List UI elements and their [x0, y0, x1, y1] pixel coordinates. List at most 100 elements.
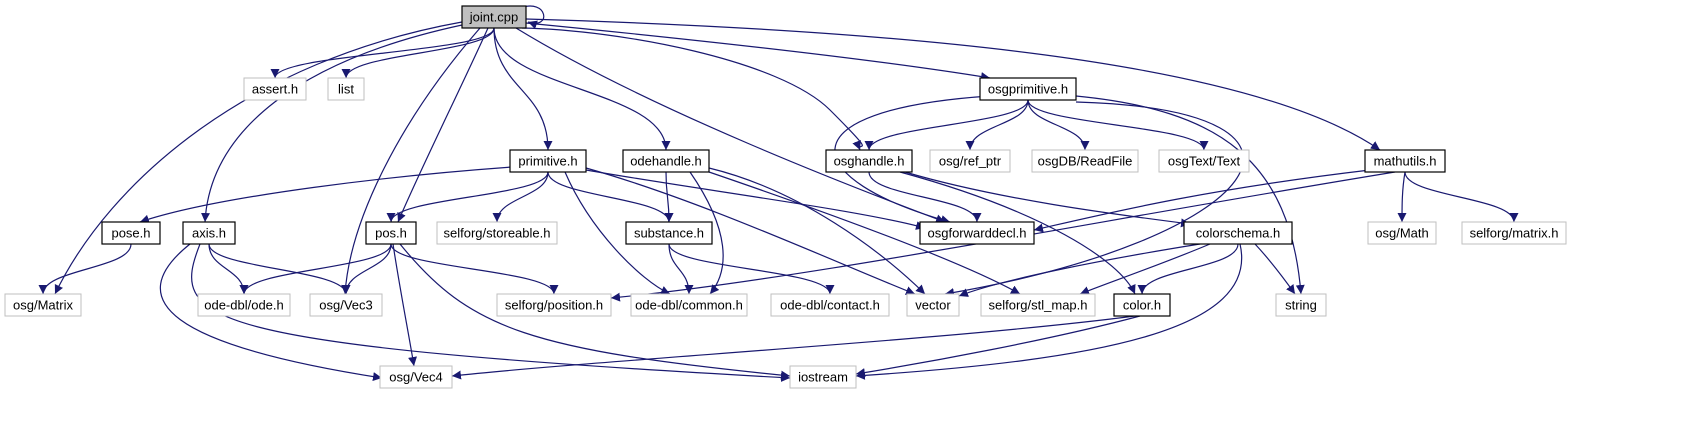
- node-axis-h[interactable]: axis.h: [182, 221, 236, 245]
- node-osghandle-h[interactable]: osghandle.h: [825, 149, 913, 173]
- edge-pose-h-to-osg-Matrix: [38, 243, 132, 295]
- edge-color-h-to-osg-Vec4: [451, 315, 1136, 380]
- node-substance-h[interactable]: substance.h: [625, 221, 713, 245]
- node-label: vector: [915, 298, 951, 313]
- node-odehandle-h[interactable]: odehandle.h: [622, 149, 710, 173]
- edge-osghandle-h-to-color-h: [899, 171, 1136, 295]
- node-box: [1183, 221, 1293, 245]
- edge-osghandle-h-to-osgforwarddecl-h: [868, 171, 982, 223]
- node-label: osgDB/ReadFile: [1038, 154, 1133, 169]
- node-label: osg/Vec4: [389, 370, 443, 385]
- edge-primitive-h-to-pose-h: [139, 166, 513, 224]
- node-osg-Math: osg/Math: [1367, 221, 1437, 245]
- node-box: [379, 365, 453, 389]
- node-box: [825, 149, 913, 173]
- node-pos-h[interactable]: pos.h: [365, 221, 417, 245]
- node-osgprimitive-h[interactable]: osgprimitive.h: [979, 77, 1077, 101]
- node-label: ode-dbl/common.h: [635, 298, 743, 313]
- node-label: ode-dbl/ode.h: [204, 298, 284, 313]
- edge-primitive-h-to-pos-h: [386, 171, 549, 223]
- edge-joint-cpp-to-osghandle-h: [521, 27, 863, 151]
- edge-primitive-h-to-selforg-storeable-h: [492, 171, 549, 223]
- node-box: [496, 293, 612, 317]
- node-box: [1364, 149, 1446, 173]
- edge-colorschema-h-to-color-h: [1137, 243, 1239, 295]
- node-pose-h[interactable]: pose.h: [101, 221, 161, 245]
- node-label: color.h: [1123, 298, 1161, 313]
- node-colorschema-h[interactable]: colorschema.h: [1183, 221, 1293, 245]
- node-osg-Vec4: osg/Vec4: [379, 365, 453, 389]
- node-box: [1275, 293, 1327, 317]
- node-osgDB-ReadFile: osgDB/ReadFile: [1031, 149, 1139, 173]
- node-box: [770, 293, 890, 317]
- node-box: [197, 293, 291, 317]
- edge-primitive-h-to-ode-dbl-common-h: [564, 171, 671, 295]
- node-osgforwarddecl-h[interactable]: osgforwarddecl.h: [919, 221, 1035, 245]
- node-label: osg/ref_ptr: [939, 154, 1002, 169]
- edge-osgprimitive-h-to-vector: [944, 101, 1244, 297]
- edge-colorschema-h-to-iostream: [855, 243, 1243, 380]
- node-assert-h: assert.h: [243, 77, 307, 101]
- node-box: [461, 5, 527, 29]
- edge-joint-cpp-to-osg-Vec3: [341, 27, 481, 295]
- edge-colorschema-h-to-string: [1254, 243, 1296, 295]
- node-ode-dbl-contact-h: ode-dbl/contact.h: [770, 293, 890, 317]
- node-label: colorschema.h: [1196, 226, 1281, 241]
- node-color-h[interactable]: color.h: [1113, 293, 1171, 317]
- edge-osghandle-h-to-colorschema-h: [904, 171, 1191, 228]
- edge-joint-cpp-to-pos-h: [397, 27, 489, 223]
- edge-osgprimitive-h-to-osgDB-ReadFile: [1027, 99, 1090, 151]
- edge-joint-cpp-to-assert-h: [270, 27, 495, 79]
- node-box: [101, 221, 161, 245]
- node-label: osghandle.h: [834, 154, 905, 169]
- edge-mathutils-h-to-osgforwarddecl-h: [1033, 169, 1371, 233]
- edge-odehandle-h-to-substance-h: [664, 171, 674, 223]
- node-label: osg/Vec3: [319, 298, 373, 313]
- edge-joint-cpp-to-osgprimitive-h: [525, 22, 991, 81]
- node-list: list: [327, 77, 365, 101]
- edge-osgprimitive-h-to-osghandle-h: [864, 99, 1029, 151]
- edge-osgprimitive-h-to-osgText-Text: [1027, 99, 1209, 151]
- edge-pos-h-to-osg-Vec3: [341, 243, 392, 295]
- node-label: list: [338, 82, 354, 97]
- node-selforg-stl-map-h: selforg/stl_map.h: [980, 293, 1096, 317]
- node-box: [243, 77, 307, 101]
- edge-mathutils-h-to-selforg-matrix-h: [1404, 171, 1519, 223]
- edge-mathutils-h-to-selforg-position-h: [610, 171, 1396, 302]
- edge-colorschema-h-to-vector: [958, 243, 1201, 297]
- node-label: osgforwarddecl.h: [928, 226, 1027, 241]
- node-label: pose.h: [111, 226, 150, 241]
- edge-primitive-h-to-vector: [585, 167, 916, 295]
- edge-joint-cpp-to-list: [341, 27, 495, 79]
- node-label: osg/Matrix: [13, 298, 73, 313]
- node-box: [622, 149, 710, 173]
- node-osg-ref-ptr: osg/ref_ptr: [929, 149, 1011, 173]
- node-selforg-matrix-h: selforg/matrix.h: [1461, 221, 1567, 245]
- node-mathutils-h[interactable]: mathutils.h: [1364, 149, 1446, 173]
- node-osg-Matrix: osg/Matrix: [4, 293, 82, 317]
- edge-colorschema-h-to-selforg-stl-map-h: [1079, 243, 1211, 295]
- node-box: [4, 293, 82, 317]
- node-box: [979, 77, 1077, 101]
- edge-color-h-to-iostream: [855, 315, 1141, 378]
- node-box: [789, 365, 857, 389]
- edge-joint-cpp-to-primitive-h: [493, 27, 553, 151]
- edge-odehandle-h-to-vector: [708, 167, 926, 295]
- edge-substance-h-to-ode-dbl-common-h: [668, 243, 694, 295]
- node-label: ode-dbl/contact.h: [780, 298, 880, 313]
- node-label: assert.h: [252, 82, 298, 97]
- node-label: selforg/storeable.h: [444, 226, 551, 241]
- edge-joint-cpp-to-axis-h: [201, 24, 463, 223]
- node-label: selforg/position.h: [505, 298, 603, 313]
- node-label: axis.h: [192, 226, 226, 241]
- node-primitive-h[interactable]: primitive.h: [509, 149, 587, 173]
- node-label: osgprimitive.h: [988, 82, 1068, 97]
- edge-axis-h-to-iostream: [191, 243, 791, 382]
- node-label: osg/Math: [1375, 226, 1428, 241]
- node-box: [906, 293, 960, 317]
- node-label: string: [1285, 298, 1317, 313]
- node-box: [436, 221, 558, 245]
- edge-substance-h-to-ode-dbl-contact-h: [668, 243, 835, 295]
- node-label: osgText/Text: [1168, 154, 1241, 169]
